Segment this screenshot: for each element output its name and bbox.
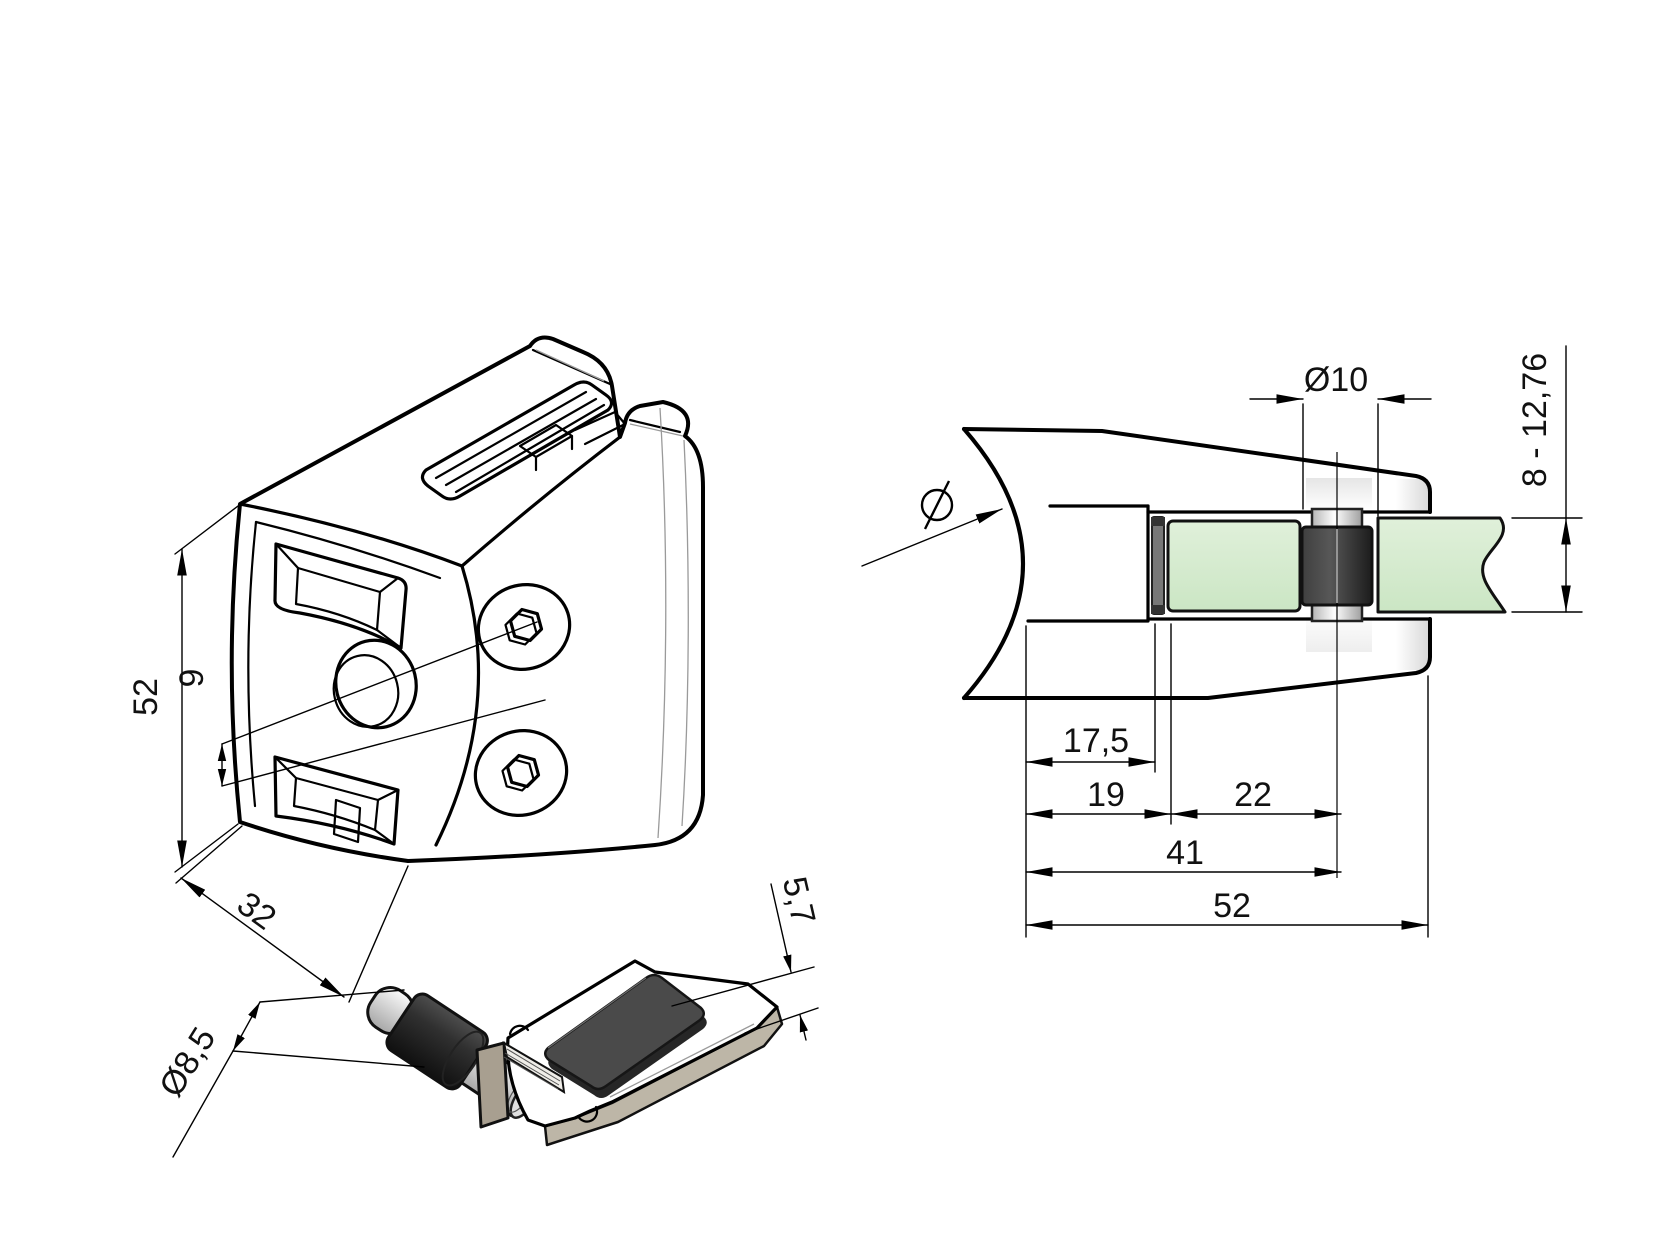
post-section	[962, 427, 1025, 700]
dim-22-label: 22	[1234, 776, 1272, 814]
mounting-hole	[332, 638, 418, 730]
dim-41: 41	[1025, 834, 1342, 877]
insert-thickness-label: 5,7	[775, 873, 823, 928]
glass-slot	[420, 348, 682, 501]
dim-41-label: 41	[1166, 834, 1204, 872]
iso-hole-offset-label: 9	[173, 669, 211, 688]
dim-9-iso: 9	[173, 621, 546, 787]
section-view: Ø10 8 - 12,76 17,5 19	[861, 345, 1583, 938]
dim-52-iso: 52	[127, 505, 239, 873]
clamp-section	[962, 427, 1432, 700]
dim-insert-thickness: 5,7	[671, 873, 823, 1041]
dim-52-label: 52	[1213, 887, 1251, 925]
dim-19: 19	[1025, 623, 1172, 825]
dim-17-5: 17,5	[1025, 623, 1156, 938]
dim-pin-hole-diameter: Ø10	[1249, 361, 1432, 517]
dim-glass-range: 8 - 12,76	[1511, 345, 1583, 613]
dim-17-5-label: 17,5	[1063, 722, 1129, 760]
pin-diameter-label: Ø8,5	[152, 1021, 223, 1104]
gasket-strip	[1151, 516, 1165, 615]
insert-flange	[475, 1040, 566, 1129]
glass-panel-right	[1376, 516, 1507, 614]
hex-socket-screw-lower	[473, 729, 569, 817]
insert-detail-view: 5,7	[475, 873, 823, 1147]
saddle-face	[247, 520, 442, 846]
dim-52-section: 52	[1025, 675, 1429, 938]
clamp-body	[229, 335, 705, 863]
section-pin-diameter-label: Ø10	[1304, 361, 1368, 399]
rubber-pad	[544, 973, 705, 1091]
dim-22: 22	[1170, 776, 1342, 819]
iso-depth-label: 32	[230, 885, 283, 938]
post-diameter-leader	[861, 480, 1003, 567]
iso-height-label: 52	[127, 678, 165, 716]
diameter-symbol-icon	[920, 480, 954, 530]
saddle-right-boundary	[434, 564, 481, 847]
isometric-view: 52 9 32	[127, 335, 705, 1003]
glass-panel-left	[1166, 519, 1302, 613]
glass-range-label: 8 - 12,76	[1516, 353, 1554, 487]
dim-19-label: 19	[1087, 776, 1125, 814]
